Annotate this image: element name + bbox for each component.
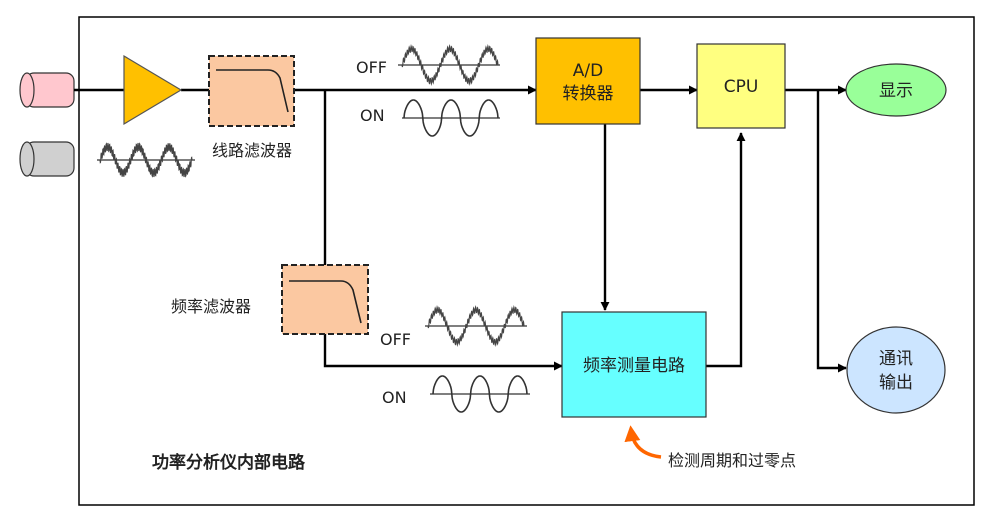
frequency-filter-label: 频率滤波器 (171, 297, 251, 316)
diagram-title: 功率分析仪内部电路 (152, 452, 306, 473)
on-label-top: ON (360, 106, 385, 125)
annotation-arrow-icon (624, 425, 662, 459)
ad-converter-label-line1: A/D (573, 61, 603, 81)
off-label-top: OFF (356, 58, 387, 77)
display-label: 显示 (879, 81, 913, 101)
wires (74, 85, 847, 373)
communication-output-label-line1: 通讯 (879, 349, 913, 369)
line-filter-label: 线路滤波器 (212, 141, 292, 160)
ad-converter-label-line2: 转换器 (563, 84, 614, 104)
on-label-bottom: ON (382, 388, 407, 407)
frequency-measurement-label: 频率测量电路 (583, 356, 685, 376)
input-connector-gray-icon (19, 141, 75, 177)
off-label-bottom: OFF (380, 330, 411, 349)
off-wave-top-icon (398, 43, 500, 87)
display-block (845, 63, 947, 117)
enclosure-border (78, 16, 975, 506)
noisy-input-wave-icon (97, 142, 195, 178)
line-filter-block (208, 55, 295, 127)
cpu-block (696, 43, 786, 129)
on-wave-top-icon (402, 99, 500, 137)
amplifier-icon (123, 54, 183, 126)
off-wave-bottom-icon (425, 304, 527, 348)
input-connector-red-icon (19, 72, 75, 108)
communication-output-block (846, 326, 946, 414)
on-wave-bottom-icon (430, 375, 530, 413)
annotation-label: 检测周期和过零点 (668, 451, 796, 470)
ad-converter-block (535, 37, 641, 125)
frequency-filter-block (281, 264, 369, 335)
communication-output-label-line2: 输出 (879, 373, 913, 393)
cpu-label: CPU (724, 77, 759, 97)
frequency-measurement-block (561, 311, 707, 418)
